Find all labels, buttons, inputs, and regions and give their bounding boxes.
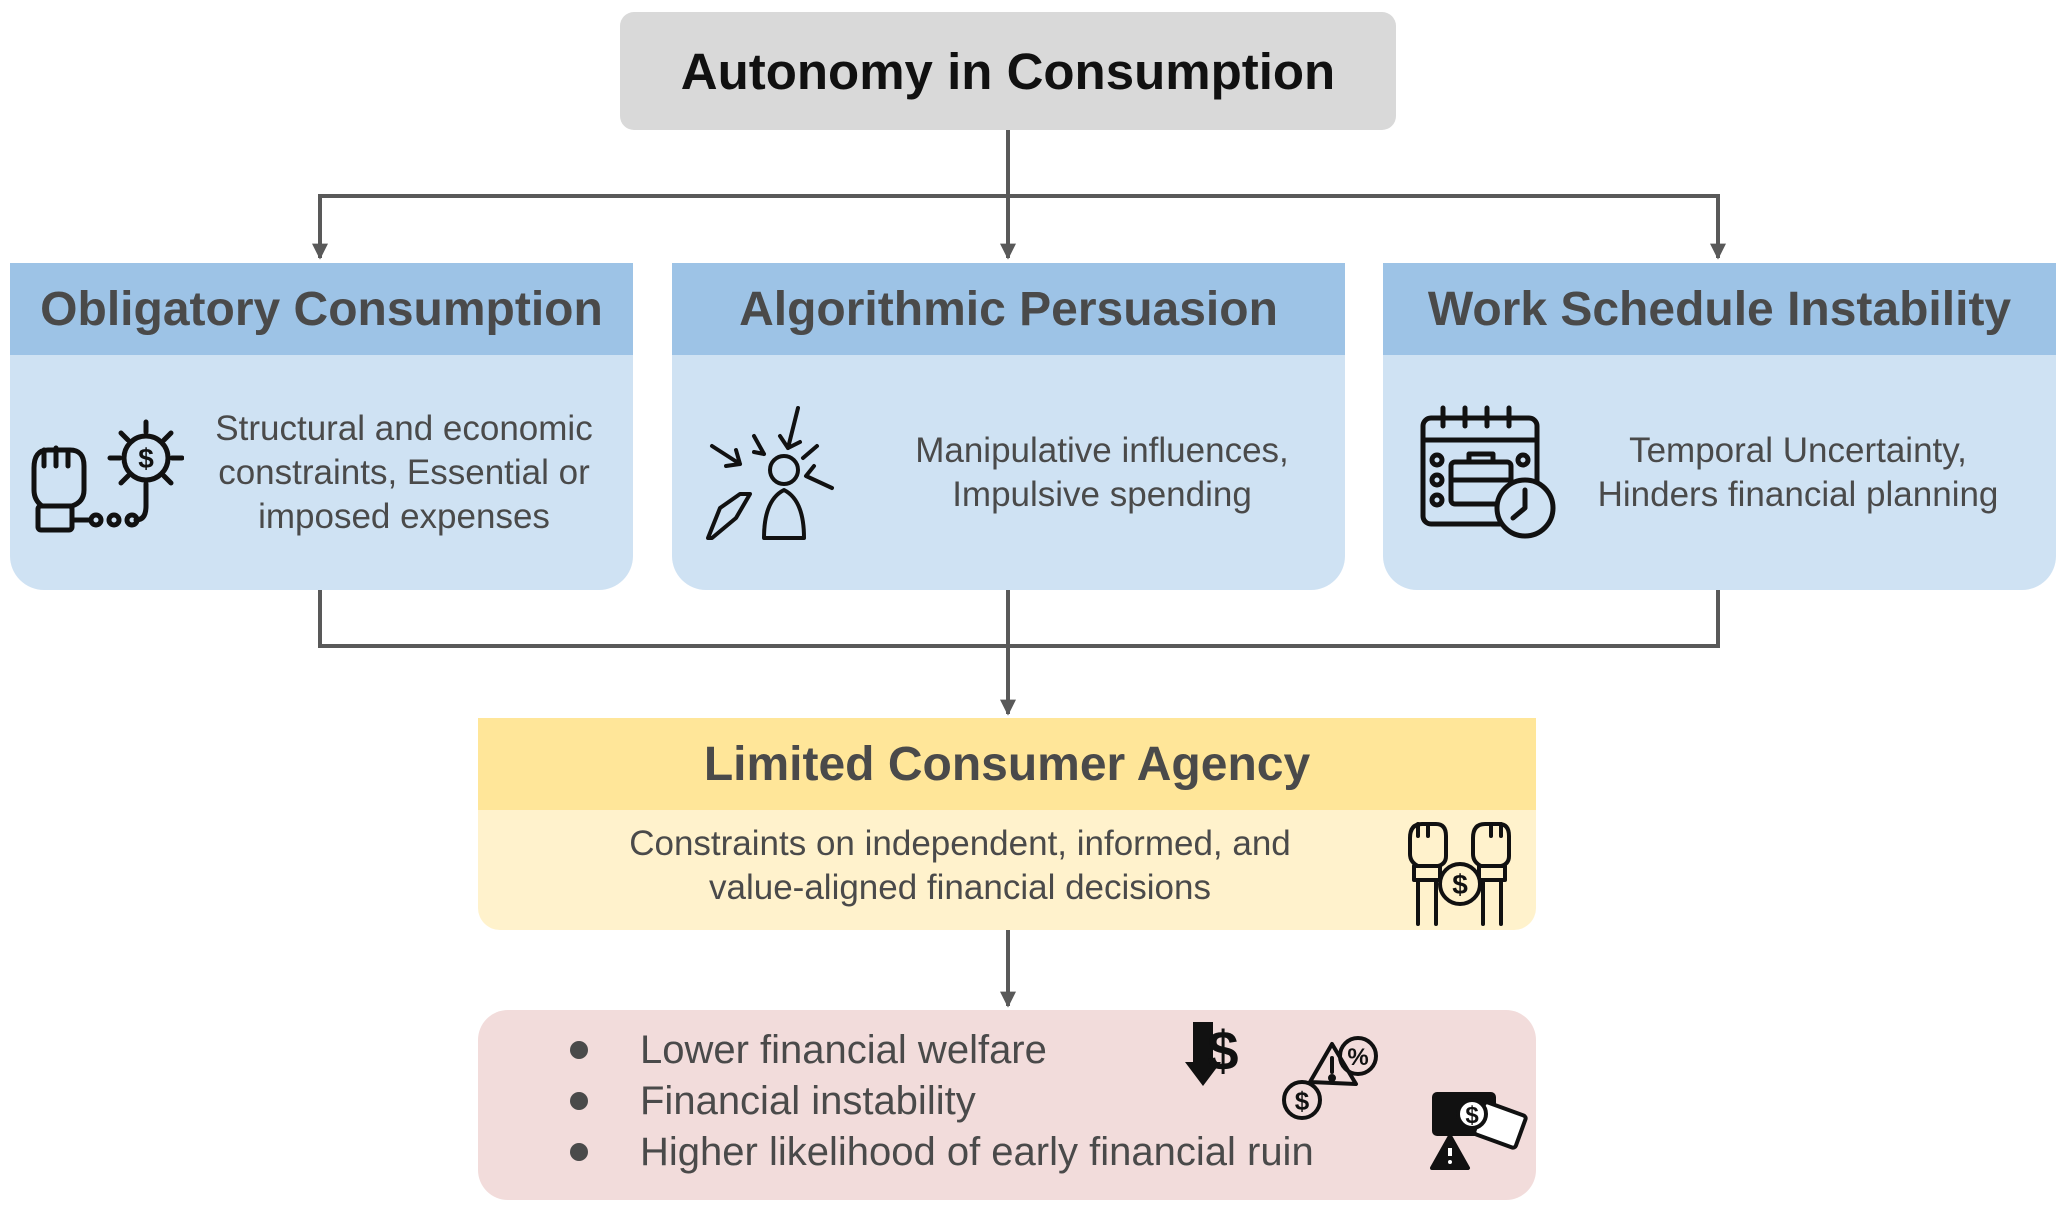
svg-text:$: $	[138, 443, 154, 474]
svg-text:$: $	[1295, 1086, 1310, 1116]
list-item: Lower financial welfare	[570, 1025, 1047, 1075]
factor-title: Algorithmic Persuasion	[672, 263, 1345, 355]
agency-desc-line: value-aligned financial decisions	[709, 868, 1211, 907]
root-node-title: Autonomy in Consumption	[620, 12, 1396, 130]
factor-desc-line: imposed expenses	[258, 496, 550, 536]
outcome-text: Higher likelihood of early financial rui…	[640, 1129, 1314, 1174]
outcome-text: Lower financial welfare	[640, 1027, 1047, 1072]
agency-desc-line: Constraints on independent, informed, an…	[629, 824, 1291, 863]
svg-text:$: $	[1207, 1019, 1238, 1082]
factor-title: Obligatory Consumption	[10, 263, 633, 355]
factor-desc-line: Manipulative influences,	[915, 430, 1289, 470]
calendar-briefcase-clock-icon	[1417, 400, 1562, 545]
factor-desc-line: Structural and economic	[215, 408, 593, 448]
factor-desc-line: Temporal Uncertainty,	[1629, 430, 1967, 470]
agency-description: Constraints on independent, informed, an…	[560, 822, 1360, 910]
agency-title: Limited Consumer Agency	[478, 718, 1536, 810]
dollar-down-arrow-icon: $	[1183, 1018, 1243, 1090]
svg-text:%: %	[1347, 1044, 1368, 1071]
list-item: Financial instability	[570, 1076, 976, 1126]
agency-body	[478, 810, 1536, 930]
outcome-text: Financial instability	[640, 1078, 976, 1123]
money-warning-icon: $	[1428, 1090, 1528, 1172]
chained-fist-gear-dollar-icon: $	[24, 408, 184, 538]
factor-desc-line: Impulsive spending	[952, 474, 1252, 514]
bullet	[570, 1041, 588, 1059]
svg-text:$: $	[1465, 1102, 1479, 1129]
bullet	[570, 1143, 588, 1161]
persuaded-person-arrows-icon	[702, 398, 852, 548]
factor-body: Manipulative influences, Impulsive spend…	[672, 355, 1345, 590]
bullet	[570, 1092, 588, 1110]
svg-text:$: $	[1452, 869, 1468, 900]
list-item: Higher likelihood of early financial rui…	[570, 1127, 1314, 1177]
factor-title: Work Schedule Instability	[1383, 263, 2056, 355]
factor-card-algorithmic: Algorithmic Persuasion Manipulative infl…	[672, 263, 1345, 590]
factor-body: $ Structural and economic constraints, E…	[10, 355, 633, 590]
raised-fists-dollar-icon: $	[1402, 818, 1517, 928]
factor-desc-line: Hinders financial planning	[1597, 474, 1999, 514]
outcomes-box	[478, 1010, 1536, 1200]
factor-desc-line: constraints, Essential or	[218, 452, 590, 492]
factor-body: Temporal Uncertainty, Hinders financial …	[1383, 355, 2056, 590]
coin-percent-warning-icon: $ %	[1282, 1034, 1382, 1124]
factor-card-work-schedule: Work Schedule Instability Temporal Uncer…	[1383, 263, 2056, 590]
factor-card-obligatory: Obligatory Consumption $ Structural and …	[10, 263, 633, 590]
